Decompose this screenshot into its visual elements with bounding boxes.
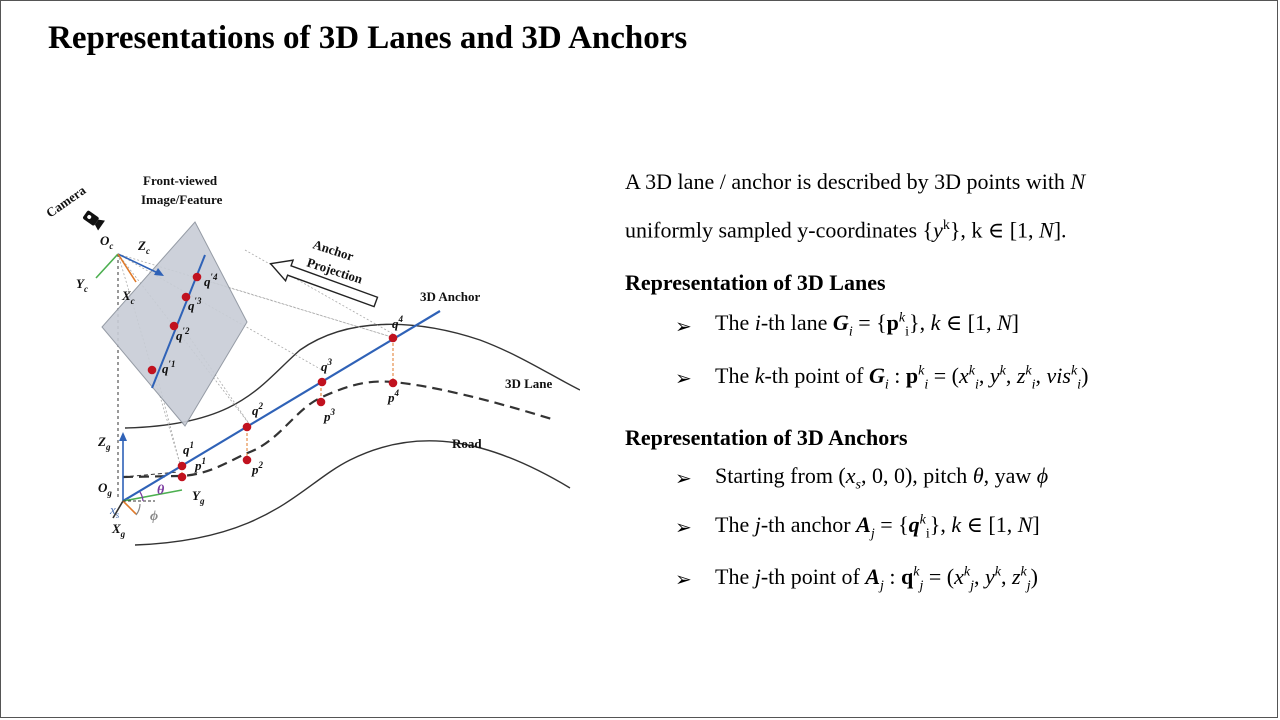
theta-arc (139, 491, 144, 502)
bullet-arrow-icon: ➢ (675, 567, 692, 592)
ground-dash-line (122, 471, 179, 478)
bullet-lane-def: ➢ The i-th lane Gi = {pki}, k ∈ [1, N] (675, 310, 1019, 340)
label-xc: Xc (121, 288, 135, 306)
bullet-arrow-icon: ➢ (675, 466, 692, 491)
section-heading-anchors: Representation of 3D Anchors (625, 425, 908, 451)
label-og: Og (98, 480, 112, 498)
bullet-anchor-start: ➢ Starting from (xs, 0, 0), pitch θ, yaw… (675, 463, 1049, 493)
ground-axis-yg (122, 489, 183, 502)
label-qp2: q′2 (176, 326, 190, 343)
road-label: Road (452, 436, 482, 451)
front-view-label-2: Image/Feature (141, 192, 223, 207)
label-q2: q2 (252, 401, 264, 418)
label-theta: θ (157, 483, 165, 498)
intro-line-2: uniformly sampled y-coordinates {yk}, k … (625, 217, 1067, 243)
label-yg: Yg (192, 488, 205, 506)
label-xs: xs (109, 502, 120, 520)
camera-axis-xc (117, 253, 137, 283)
anchor-3d-line (122, 310, 441, 502)
label-p2: p2 (251, 460, 264, 477)
label-qp4: q′4 (204, 272, 218, 289)
camera-axis-zc (117, 253, 161, 275)
label-phi: ϕ (150, 509, 158, 524)
label-qp3: q′3 (188, 296, 202, 313)
camera-icon (83, 210, 105, 231)
slide-title: Representations of 3D Lanes and 3D Ancho… (48, 20, 688, 56)
bullet-lane-point: ➢ The k-th point of Gi : pki = (xki, yk,… (675, 362, 1089, 393)
label-q3: q3 (321, 357, 333, 374)
camera-label: Camera (43, 182, 89, 220)
camera-axis-yc (95, 253, 119, 279)
description-panel: A 3D lane / anchor is described by 3D po… (625, 160, 1245, 594)
label-q4: q4 (392, 314, 404, 331)
label-p3: p3 (323, 407, 336, 424)
bullet-anchor-point: ➢ The j-th point of Aj : qkj = (xkj, yk,… (675, 563, 1038, 594)
road-edge-far (124, 323, 580, 429)
anchor-label: 3D Anchor (420, 289, 481, 304)
section-heading-lanes: Representation of 3D Lanes (625, 270, 886, 296)
bullet-anchor-def: ➢ The j-th anchor Aj = {qki}, k ∈ [1, N] (675, 511, 1040, 541)
label-zg: Zg (97, 434, 111, 452)
lane-3d-dashed (122, 380, 556, 479)
label-q1: q1 (183, 440, 194, 457)
label-p1: p1 (194, 456, 206, 473)
road-edge-near (134, 440, 571, 546)
camera-axis-zc-head (154, 268, 164, 276)
label-oc: Oc (100, 233, 113, 251)
label-qp1: q′1 (162, 359, 176, 376)
anchor-projection-arrow (269, 259, 379, 308)
bullet-arrow-icon: ➢ (675, 365, 692, 390)
ground-axis-zg-head (119, 432, 127, 441)
label-p4: p4 (387, 388, 400, 405)
image-points (147, 272, 202, 375)
ground-axis-xs (122, 500, 137, 515)
label-zc: Zc (137, 238, 150, 256)
bullet-arrow-icon: ➢ (675, 313, 692, 338)
bullet-arrow-icon: ➢ (675, 514, 692, 539)
anchor-points (177, 333, 398, 471)
label-xg: Xg (111, 521, 126, 539)
label-yc: Yc (76, 276, 88, 294)
phi-arc (135, 503, 141, 516)
intro-line-1: A 3D lane / anchor is described by 3D po… (625, 169, 1086, 194)
lane-points (177, 378, 398, 482)
lane-label: 3D Lane (505, 376, 553, 391)
lane-anchor-diagram: Camera Front-viewed Image/Feature Anchor… (43, 173, 580, 546)
ground-axis-xg (112, 500, 124, 519)
front-view-label-1: Front-viewed (143, 173, 218, 188)
